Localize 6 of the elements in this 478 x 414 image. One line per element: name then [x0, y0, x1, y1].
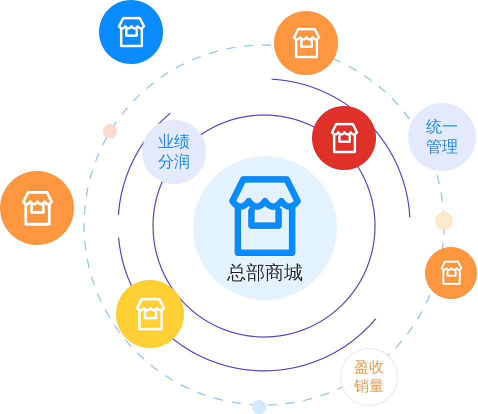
label: 统一管理 [425, 117, 459, 157]
store-badge [116, 280, 184, 348]
store-badge [425, 247, 477, 299]
label: 盈收销量 [353, 358, 385, 396]
label: 业绩分润 [157, 132, 191, 172]
label: 总部商城 [227, 262, 303, 286]
